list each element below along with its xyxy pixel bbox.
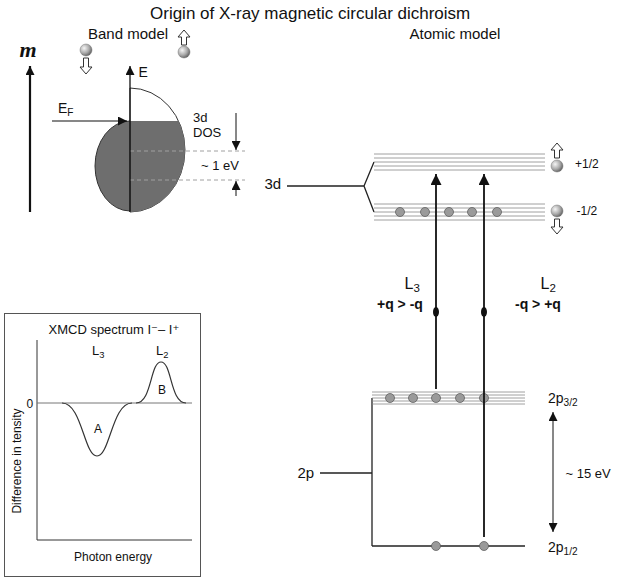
diagram-title: Origin of X-ray magnetic circular dichro… [150,4,470,24]
electron-ball [551,205,563,217]
gap-arrow [236,113,237,150]
text-part: 2p [548,390,564,406]
plot-axes [37,340,192,540]
model-heading: Atomic model [410,25,501,43]
text-part: L [156,343,163,358]
spin-down-arrow [551,219,563,234]
spin-up-arrow [551,143,563,158]
electron-dot [468,208,477,217]
energy-gap: ~ 15 eV [566,466,611,482]
occupied-band: -1/2 [372,200,602,224]
electron-dot [421,208,430,217]
electron-ball [551,160,563,172]
level-label: 3d [265,175,282,193]
electron-dot [396,208,405,217]
electron-dot [409,394,418,403]
electron-dot [480,542,489,551]
level-line [287,162,374,212]
edge-name: L3 [92,343,104,359]
electron-dot [445,208,454,217]
core-level-band: 2p3/2 [372,389,594,408]
text-part: L [405,275,414,292]
peak-letter: B [158,383,166,397]
subscript-part: 3/2 [564,397,578,408]
electron-dot [432,394,441,403]
magnetization-arrow [29,66,31,212]
text-part: L [541,275,550,292]
electron-ball [178,46,190,58]
electron-dot [456,394,465,403]
subscript-part: F [67,107,73,118]
edge-name: L2 [156,343,168,359]
spin-down-arrow [80,58,92,74]
spin-label: -1/2 [577,204,598,218]
spin-up-dos [130,88,185,212]
text-part: 2p [548,539,564,555]
text-part: E [58,100,67,116]
unoccupied-levels [374,154,545,170]
gap-arrow [236,181,237,196]
l2-peak [136,362,186,403]
electron-ball [80,44,92,56]
l3-dip [62,403,132,456]
core-levels [372,392,525,404]
spin-up-arrow [178,30,190,45]
polarization-label: -q > +q [515,296,561,313]
peak-letter: A [94,422,102,436]
axis-zero: 0 [27,397,34,411]
splitting-arrow [553,412,554,532]
subscript-part: 3 [99,350,104,360]
text-part: L [92,343,99,358]
spin-up-filled [130,121,185,212]
electron-dot [432,542,441,551]
magnetization-label: m [20,37,37,63]
occupied-levels [374,204,545,220]
subscript-part: 2 [163,350,168,360]
level-label: 2p1/2 [548,539,578,556]
spin-label: +1/2 [575,157,599,171]
transition-arrow [483,174,485,537]
unoccupied-band: +1/2 [372,150,602,174]
electron-dot [493,208,502,217]
fermi-label: EF [58,100,74,117]
electron-dot [386,394,395,403]
core-level [372,545,525,546]
zero-line [37,403,192,404]
spin-down-dos [95,121,130,211]
transition-arrow [435,174,437,389]
fermi-arrow [52,120,127,121]
edge-label: L2 [541,274,556,293]
dos-label: 3d DOS [193,110,229,140]
subscript-part: 3 [413,282,419,294]
model-heading: Band model [88,25,168,43]
axis-label: E [139,64,148,81]
level-line [320,398,372,546]
polarization-label: +q > -q [377,296,423,313]
energy-gap: ~ 1 eV [201,158,239,174]
subscript-part: 2 [549,282,555,294]
energy-axis [129,66,130,212]
spectrum-inset: XMCD spectrum I⁻– I⁺L3L2AB0Difference in… [4,313,201,577]
level-label: 2p [298,464,315,482]
axis-title: Difference in tensity [9,408,23,513]
axis-title: Photon energy [74,550,152,564]
level-label: 2p3/2 [548,390,578,407]
subscript-part: 1/2 [564,546,578,557]
edge-label: L3 [405,274,420,293]
core-level-band: 2p1/2 [372,537,594,557]
dashed-level [130,151,245,180]
inset-heading: XMCD spectrum I⁻– I⁺ [49,322,180,338]
